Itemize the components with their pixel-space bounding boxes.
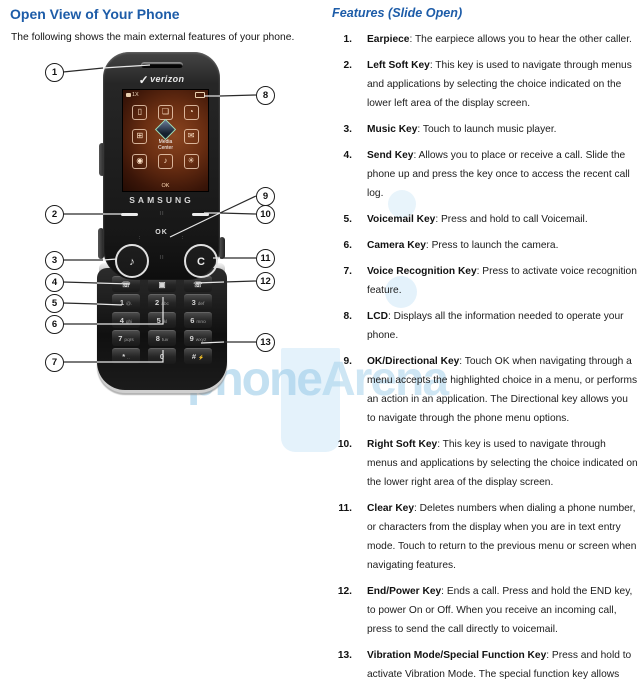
nav-dots-top: ∷: [159, 211, 164, 217]
nav-dots-bottom: ∷: [159, 255, 164, 261]
callout-2-left-soft-key: 2: [45, 205, 64, 224]
volume-key: [99, 143, 105, 176]
media-center-logo: [154, 118, 177, 141]
end-key-icon: ☏: [193, 280, 203, 289]
page-title: Open View of Your Phone: [10, 6, 180, 22]
list-item: 10.Right Soft Key: This key is used to n…: [337, 439, 638, 488]
clear-key: C: [184, 244, 218, 278]
callout-4-send-key: 4: [45, 273, 64, 292]
camera-key-icon: ▣: [158, 280, 166, 289]
callout-13-vibration-key: 13: [256, 333, 275, 352]
earpiece: [140, 62, 183, 68]
callout-12-end-power-key: 12: [256, 272, 275, 291]
clear-key-label: C: [197, 256, 205, 268]
features-title: Features (Slide Open): [332, 6, 463, 20]
verizon-check-icon: ✓: [138, 73, 150, 87]
side-key-right: [219, 237, 225, 259]
side-key-left: [98, 228, 104, 259]
list-item: 9.OK/Directional Key: Touch OK when navi…: [343, 356, 638, 424]
list-item: 7.Voice Recognition Key: Press to activa…: [343, 266, 637, 296]
left-soft-key: [121, 213, 138, 216]
key-0-voice-recognition: 0: [148, 348, 176, 364]
battery-icon: [195, 92, 205, 98]
ok-directional-key: OK: [155, 229, 168, 236]
signal-icon: [126, 93, 131, 97]
nav-dot-right: :: [182, 235, 184, 241]
list-item: 2.Left Soft Key: This key is used to nav…: [343, 60, 632, 109]
nav-dot-left: :: [139, 235, 141, 241]
list-item: 1.Earpiece: The earpiece allows you to h…: [343, 34, 632, 45]
status-bar: 1X: [123, 90, 208, 99]
list-item: 8.LCD: Displays all the information need…: [343, 311, 624, 341]
key-star: *..: [112, 348, 140, 364]
mail-icon: ✉: [183, 129, 199, 144]
network-label: 1X: [132, 92, 139, 98]
samsung-logo: SAMSUNG: [129, 195, 194, 205]
callout-8-lcd: 8: [256, 86, 275, 105]
callout-3-music-key: 3: [45, 251, 64, 270]
verizon-logo: ✓verizon: [138, 73, 185, 87]
list-item: 4.Send Key: Allows you to place or recei…: [343, 150, 630, 199]
list-item: 12.End/Power Key: Ends a call. Press and…: [337, 586, 633, 635]
list-item: 6.Camera Key: Press to launch the camera…: [343, 240, 559, 251]
settings-icon: ✳: [183, 153, 199, 169]
callout-10-right-soft-key: 10: [256, 205, 275, 224]
screen-ok-label: OK: [161, 183, 170, 189]
callout-11-clear-key: 11: [256, 249, 275, 268]
list-item: 13.Vibration Mode/Special Function Key: …: [337, 650, 632, 680]
callout-5-voicemail-key: 5: [45, 294, 64, 313]
music-icon: ♪: [157, 153, 173, 169]
callout-9-ok-directional-key: 9: [256, 187, 275, 206]
list-item: 5.Voicemail Key: Press and hold to call …: [343, 214, 588, 225]
recent-calls-icon: ◔: [183, 104, 199, 120]
list-item: 3.Music Key: Touch to launch music playe…: [343, 124, 557, 135]
features-section: Features (Slide Open) 1.Earpiece: The ea…: [332, 6, 638, 684]
key-pound-vibration: #⚡: [184, 348, 212, 364]
voice-icon: ◉: [132, 153, 148, 169]
page-subtitle: The following shows the main external fe…: [11, 32, 295, 43]
games-icon: ⊞: [132, 129, 148, 144]
music-key: ♪: [115, 244, 149, 278]
music-note-icon: ♪: [129, 256, 135, 268]
list-item: 11.Clear Key: Deletes numbers when diali…: [338, 503, 637, 571]
callout-6-camera-key: 6: [45, 315, 64, 334]
callout-7-voice-recognition-key: 7: [45, 353, 64, 372]
key-1-voicemail: 1@.: [112, 294, 140, 310]
callout-1-earpiece: 1: [45, 63, 64, 82]
contacts-icon: ▯: [132, 104, 148, 120]
messaging-icon: ❏: [157, 104, 173, 120]
